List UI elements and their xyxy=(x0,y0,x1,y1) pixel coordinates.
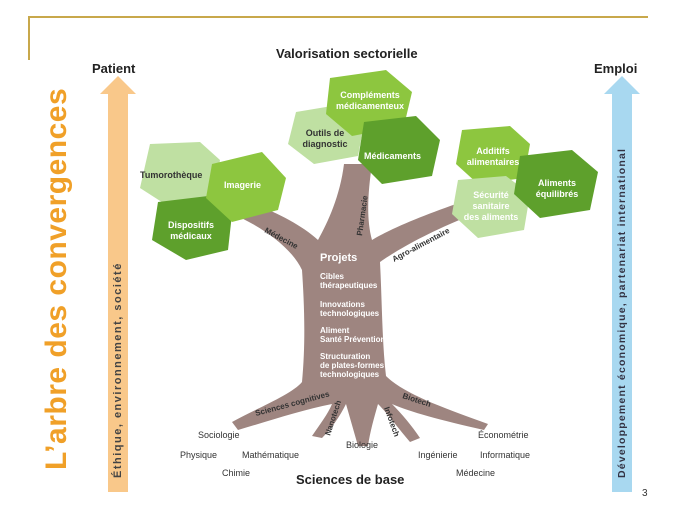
leaf-securite xyxy=(452,176,530,238)
leaf-tumorotheque xyxy=(140,142,220,206)
leaf-imagerie xyxy=(206,152,286,222)
root-physique: Physique xyxy=(180,450,218,460)
top-rule xyxy=(28,16,648,18)
root-chimie: Chimie xyxy=(222,468,251,478)
left-axis-text: Éthique, environnement, société xyxy=(112,262,124,478)
leaf-imagerie-label: Imagerie xyxy=(224,180,262,190)
page-number: 3 xyxy=(642,488,648,499)
root-ingenierie: Ingénierie xyxy=(418,450,458,460)
trunk-projets: Projets xyxy=(320,252,358,264)
bottom-heading: Sciences de base xyxy=(296,472,405,487)
leaf-medicaments xyxy=(358,116,440,184)
top-heading: Valorisation sectorielle xyxy=(276,46,418,61)
emploi-label: Emploi xyxy=(594,61,638,76)
leaf-dispositifs xyxy=(152,196,232,260)
root-mathematique: Mathématique xyxy=(242,450,300,460)
right-arrow xyxy=(604,76,640,492)
leaf-additifs xyxy=(456,126,530,184)
leaf-aliments xyxy=(514,150,598,218)
tree-trunk xyxy=(228,164,488,446)
leaf-medicaments-label: Médicaments xyxy=(364,151,422,161)
leaf-tumorotheque-label: Tumorothèque xyxy=(140,170,203,180)
root-econometrie: Économétrie xyxy=(478,430,529,440)
right-axis-text: Développement économique, partenariat in… xyxy=(616,147,628,478)
root-informatique: Informatique xyxy=(480,450,531,460)
root-sociologie: Sociologie xyxy=(198,430,240,440)
root-biologie: Biologie xyxy=(346,440,379,450)
root-medecine: Médecine xyxy=(456,468,496,478)
patient-label: Patient xyxy=(92,61,136,76)
left-rule xyxy=(28,16,30,60)
left-arrow xyxy=(100,76,136,492)
